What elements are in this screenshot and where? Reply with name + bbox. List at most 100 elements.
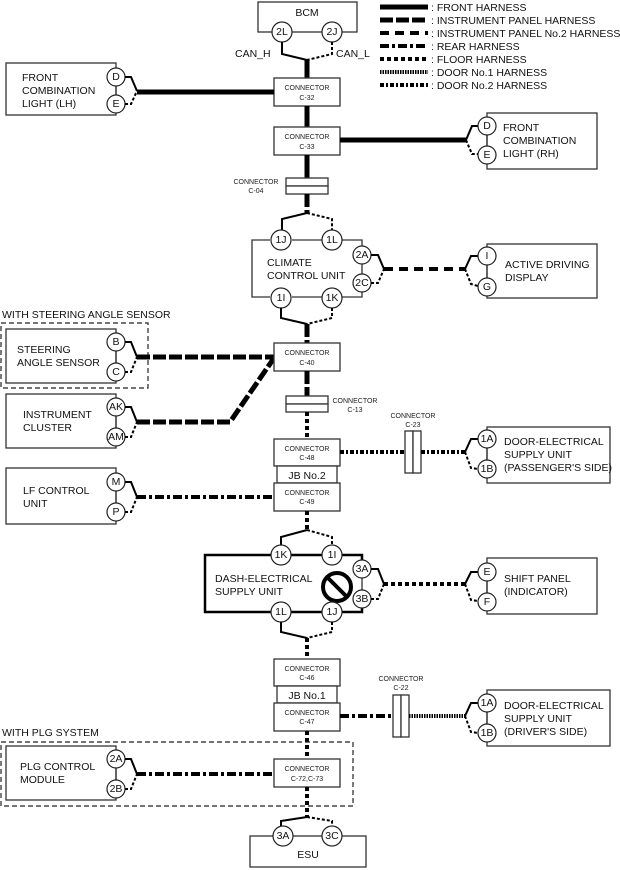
pin-label: I bbox=[486, 250, 489, 262]
module-label-line: DASH-ELECTRICAL bbox=[215, 573, 313, 585]
legend-label: : FRONT HARNESS bbox=[431, 2, 526, 14]
can-h-label: CAN_H bbox=[235, 48, 271, 60]
connector-box-c47 bbox=[273, 702, 341, 732]
pin-circle bbox=[477, 429, 497, 449]
module-outline bbox=[342, 239, 363, 248]
pin-circle bbox=[477, 562, 497, 582]
esu-label: ESU bbox=[297, 849, 319, 861]
module-label-line: LIGHT (RH) bbox=[503, 148, 559, 160]
connector-half bbox=[285, 185, 329, 195]
module-box bbox=[486, 112, 598, 170]
module-label-line: CLUSTER bbox=[23, 422, 72, 434]
can-l-wire bbox=[306, 42, 333, 61]
connector-word: CONNECTOR bbox=[333, 398, 378, 405]
module-label-line: SUPPLY UNIT bbox=[504, 449, 572, 461]
module-shift-panel: SHIFT PANEL (INDICATOR) E F bbox=[477, 557, 598, 615]
module-label-line: SHIFT PANEL bbox=[504, 573, 571, 585]
legend-label: : FLOOR HARNESS bbox=[431, 54, 527, 66]
option-label-steering: WITH STEERING ANGLE SENSOR bbox=[2, 309, 171, 321]
legend-label: : INSTRUMENT PANEL No.2 HARNESS bbox=[431, 28, 620, 40]
connector-word: CONNECTOR bbox=[285, 446, 330, 453]
connector-c22: CONNECTOR C-22 bbox=[379, 676, 423, 738]
wire bbox=[306, 308, 333, 325]
pin-label: E bbox=[112, 98, 119, 110]
option-group-plg bbox=[0, 741, 354, 807]
connector-half bbox=[285, 395, 329, 405]
pin-label: 3C bbox=[325, 830, 339, 842]
wire bbox=[464, 715, 479, 734]
module-box bbox=[5, 62, 117, 116]
pin-label: B bbox=[112, 336, 119, 348]
connector-id: C-47 bbox=[299, 719, 314, 726]
wire bbox=[371, 254, 385, 270]
pin-label: E bbox=[483, 566, 490, 578]
legend-item-front-harness: : FRONT HARNESS bbox=[380, 2, 526, 14]
wire bbox=[125, 406, 138, 423]
module-outline bbox=[251, 239, 270, 298]
wire bbox=[371, 568, 385, 585]
module-outline bbox=[203, 553, 271, 614]
connector-c40: CONNECTOR C-40 bbox=[273, 342, 341, 372]
pin-label: 1J bbox=[326, 606, 337, 618]
wire bbox=[464, 451, 479, 470]
module-instrument-cluster: INSTRUMENT CLUSTER AK AM bbox=[5, 393, 126, 449]
wire bbox=[465, 125, 478, 141]
connector-half bbox=[392, 694, 402, 738]
connector-word: CONNECTOR bbox=[285, 134, 330, 141]
module-label-line: CONTROL UNIT bbox=[267, 270, 346, 282]
module-label-line: UNIT bbox=[23, 498, 48, 510]
pin-label: 1B bbox=[481, 727, 494, 739]
pin-circle bbox=[321, 825, 343, 847]
pin-label: D bbox=[112, 71, 120, 83]
module-plg-control: PLG CONTROL MODULE 2A 2B bbox=[5, 745, 126, 801]
module-label-line: ACTIVE DRIVING bbox=[505, 259, 590, 271]
module-bcm: BCM 2L 2J bbox=[257, 1, 358, 43]
wire bbox=[125, 356, 138, 373]
connector-box-c46 bbox=[273, 658, 341, 687]
module-label-line: COMBINATION bbox=[22, 85, 95, 97]
pin-label: 2B bbox=[110, 783, 123, 795]
wire bbox=[464, 438, 478, 453]
module-label-line: (INDICATOR) bbox=[504, 586, 568, 598]
wire bbox=[280, 308, 308, 325]
module-dash-electrical-supply: DASH-ELECTRICAL SUPPLY UNIT 1K 1I 1L 1J … bbox=[203, 544, 372, 623]
connector-c33: CONNECTOR C-33 bbox=[273, 126, 341, 156]
wire bbox=[371, 268, 385, 284]
pin-label: 2J bbox=[326, 26, 337, 38]
legend-label: : DOOR No.1 HARNESS bbox=[431, 67, 547, 79]
pin-label: 2L bbox=[276, 26, 288, 38]
module-label-line: MODULE bbox=[20, 774, 65, 786]
wire bbox=[125, 481, 138, 498]
connector-box-c49 bbox=[273, 482, 341, 512]
pin-label: 1L bbox=[326, 234, 338, 246]
connector-c32: CONNECTOR C-32 bbox=[273, 77, 341, 107]
pin-label: 3A bbox=[356, 563, 369, 575]
connector-id: C-72,C-73 bbox=[291, 776, 323, 783]
wire bbox=[306, 816, 333, 828]
wire bbox=[125, 90, 138, 105]
wire bbox=[125, 773, 138, 790]
legend-item-door1-harness: : DOOR No.1 HARNESS bbox=[380, 67, 547, 79]
connector-id: C-33 bbox=[299, 144, 314, 151]
connector-word: CONNECTOR bbox=[285, 666, 330, 673]
module-door-supply-driver: DOOR-ELECTRICAL SUPPLY UNIT (DRIVER'S SI… bbox=[477, 689, 611, 747]
junction-block-2: CONNECTOR C-48 JB No.2 CONNECTOR C-49 bbox=[273, 438, 341, 512]
pin-label: AK bbox=[109, 401, 123, 413]
pin-label: 2A bbox=[356, 249, 369, 261]
pin-label: G bbox=[483, 281, 491, 293]
module-box bbox=[5, 328, 117, 384]
pin-label: 1L bbox=[275, 606, 287, 618]
connector-box bbox=[273, 758, 341, 788]
pin-circle bbox=[477, 459, 497, 479]
module-label-line: ANGLE SENSOR bbox=[17, 357, 100, 369]
pin-label: F bbox=[484, 596, 490, 608]
connector-c72-c73: CONNECTOR C-72,C-73 bbox=[273, 758, 341, 788]
legend-label: : REAR HARNESS bbox=[431, 41, 520, 53]
module-box bbox=[486, 243, 598, 299]
connector-id: C-04 bbox=[248, 188, 263, 195]
pin-circle bbox=[477, 277, 497, 297]
module-box bbox=[249, 835, 367, 868]
pin-label: 1A bbox=[481, 697, 494, 709]
module-label-line: STEERING bbox=[17, 344, 71, 356]
